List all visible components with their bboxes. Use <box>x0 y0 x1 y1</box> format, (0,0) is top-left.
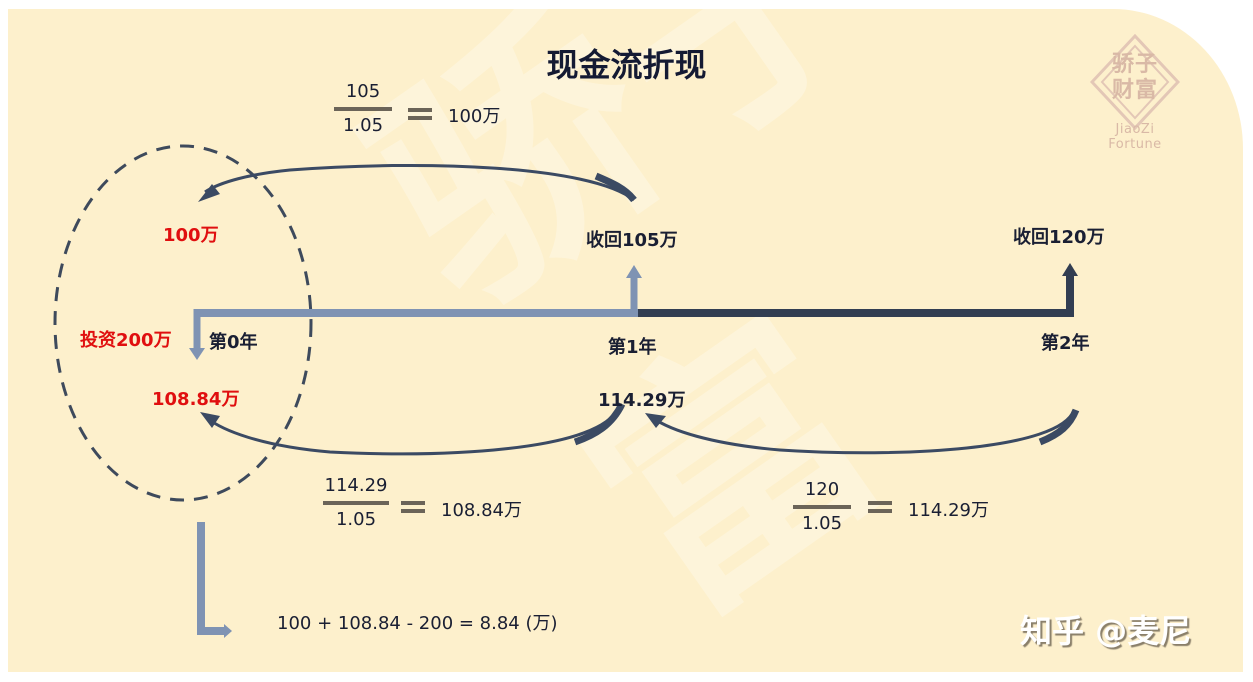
arc-bottom-120 <box>652 409 1076 455</box>
numerator: 114.29 <box>324 475 388 496</box>
background-card <box>8 9 1243 672</box>
year1-cashflow: 收回105万 <box>586 230 678 251</box>
result-arrow <box>197 522 226 635</box>
formula-1-result: 100万 <box>448 106 501 127</box>
fraction-3: 120 1.05 <box>793 478 851 536</box>
year0-label: 第0年 <box>209 332 258 353</box>
investment-label: 投资200万 <box>80 330 172 351</box>
year2-cashflow: 收回120万 <box>1013 227 1105 248</box>
logo-line1: 骄子 <box>1111 52 1158 77</box>
formula-3-result: 114.29万 <box>908 500 989 521</box>
denominator: 1.05 <box>335 509 377 530</box>
year2-label: 第2年 <box>1041 333 1090 354</box>
fraction-2: 114.29 1.05 <box>323 474 389 532</box>
pv-year1: 114.29万 <box>598 390 686 411</box>
numerator: 105 <box>345 81 381 102</box>
equals-sign <box>401 501 425 513</box>
logo-english: JiaoZi Fortune <box>1108 122 1162 152</box>
equals-sign <box>868 501 892 513</box>
diamond-frame-icon <box>1090 34 1180 131</box>
pv-bottom-year0: 108.84万 <box>152 389 240 410</box>
equals-sign <box>408 108 432 120</box>
numerator: 120 <box>804 479 840 500</box>
credit-watermark: 知乎 @麦尼 <box>1020 612 1192 650</box>
fraction-bar <box>334 107 392 111</box>
denominator: 1.05 <box>342 115 384 136</box>
fraction-bar <box>793 505 851 509</box>
dashed-ellipse <box>53 144 313 502</box>
page-title: 现金流折现 <box>546 46 707 84</box>
fraction-1: 105 1.05 <box>334 80 392 138</box>
logo: 骄子 财富 JiaoZi Fortune <box>1090 34 1180 152</box>
pv-top-year0: 100万 <box>163 225 219 246</box>
arc-top-105 <box>204 163 635 202</box>
arc-bottom-11429 <box>206 411 618 456</box>
logo-line2: 财富 <box>1111 78 1158 103</box>
formula-2-result: 108.84万 <box>441 500 522 521</box>
year1-label: 第1年 <box>608 337 657 358</box>
npv-formula: 100 + 108.84 - 200 = 8.84 (万) <box>277 613 558 634</box>
denominator: 1.05 <box>801 513 843 534</box>
fraction-bar <box>323 501 389 505</box>
